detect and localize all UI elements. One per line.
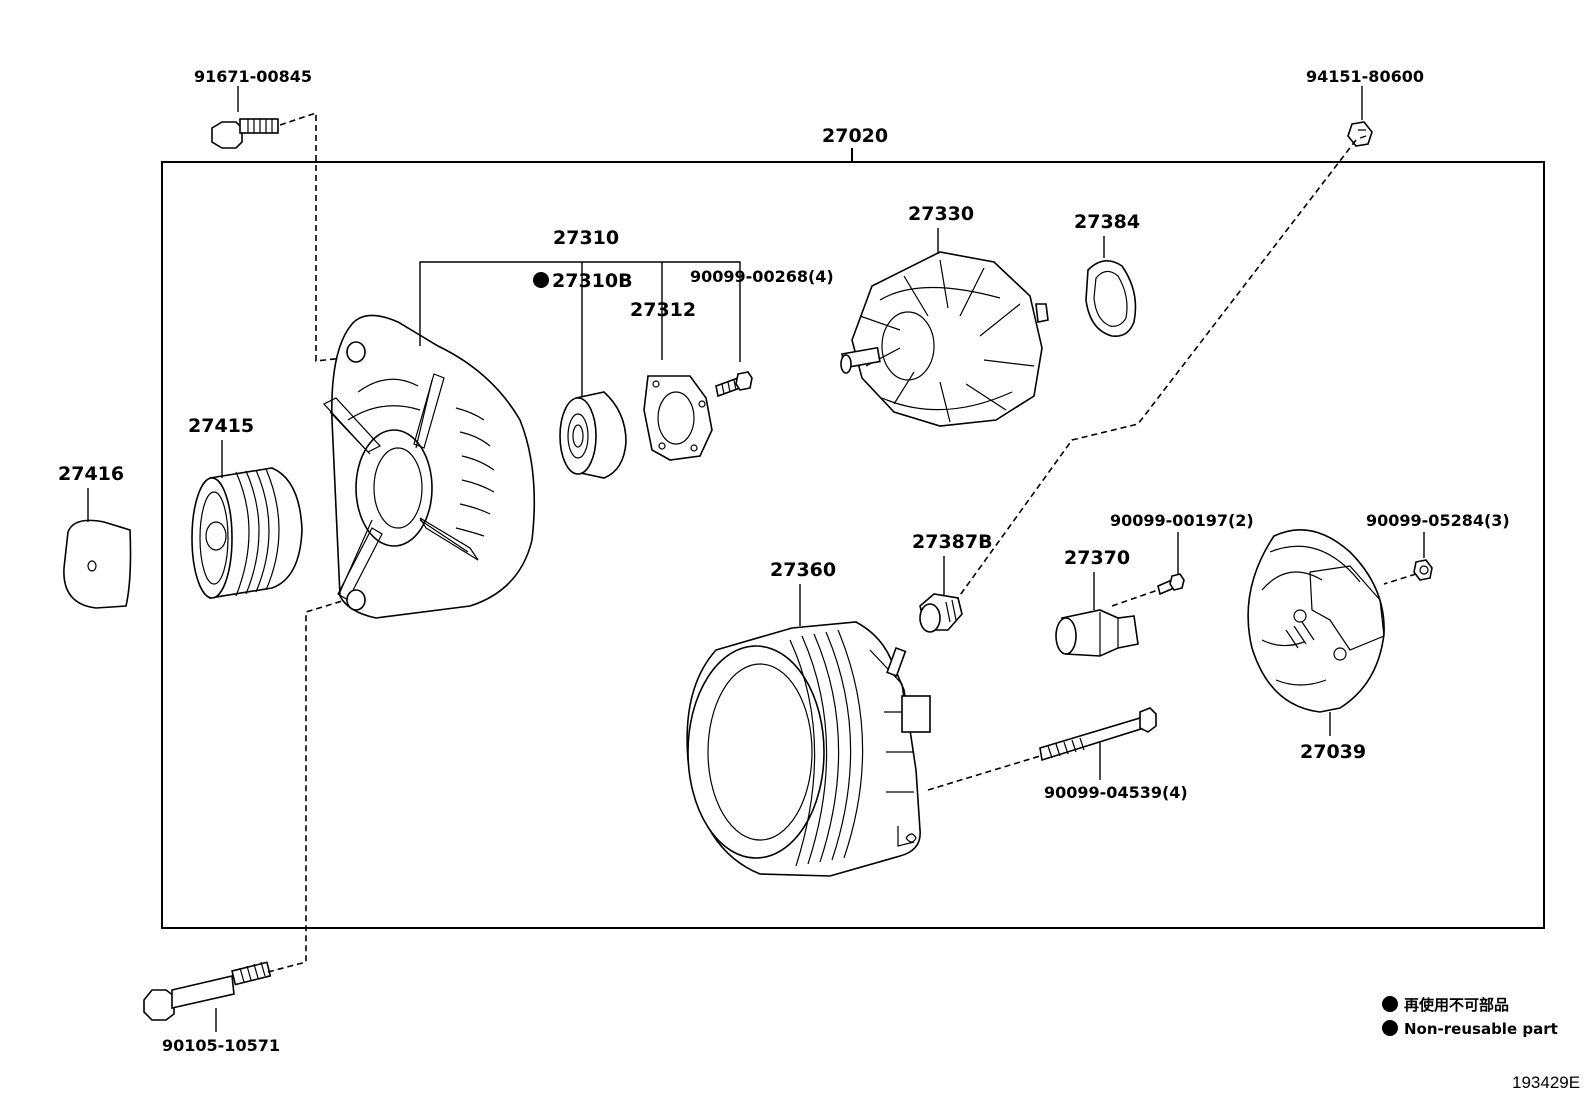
bolt-90099-04539[interactable] bbox=[1039, 707, 1157, 762]
label-27360[interactable]: 27360 bbox=[770, 559, 836, 581]
legend-marker-en bbox=[1382, 1020, 1398, 1036]
label-90105-10571[interactable]: 90105-10571 bbox=[162, 1036, 280, 1055]
label-27387B[interactable]: 27387B bbox=[912, 531, 993, 553]
bearing-27310B[interactable] bbox=[559, 391, 627, 479]
label-27330[interactable]: 27330 bbox=[908, 203, 974, 225]
label-27310[interactable]: 27310 bbox=[553, 227, 619, 249]
terminal-27387B[interactable] bbox=[919, 593, 963, 633]
frame-27310[interactable] bbox=[323, 314, 536, 619]
legend-text-en: Non-reusable part bbox=[1404, 1020, 1558, 1038]
screw-90099-00268[interactable] bbox=[715, 371, 753, 398]
stator-27360[interactable] bbox=[686, 621, 931, 877]
label-91671-00845[interactable]: 91671-00845 bbox=[194, 67, 312, 86]
legend-marker-jp bbox=[1382, 996, 1398, 1012]
label-27370[interactable]: 27370 bbox=[1064, 547, 1130, 569]
non-reusable-marker-27310B bbox=[533, 272, 549, 288]
label-27020[interactable]: 27020 bbox=[822, 125, 888, 147]
figure-code: 193429E bbox=[1512, 1073, 1580, 1092]
label-27384[interactable]: 27384 bbox=[1074, 211, 1140, 233]
cap-27416[interactable] bbox=[63, 519, 132, 609]
rear-cover-27039[interactable] bbox=[1247, 529, 1385, 713]
bolt-91671-00845[interactable] bbox=[211, 118, 279, 149]
screw-90099-00197[interactable] bbox=[1157, 573, 1185, 596]
plate-27312[interactable] bbox=[643, 375, 713, 461]
rotor-27330[interactable] bbox=[840, 251, 1049, 427]
label-27416[interactable]: 27416 bbox=[58, 463, 124, 485]
legend-text-jp: 再使用不可部品 bbox=[1404, 996, 1509, 1014]
label-90099-05284[interactable]: 90099-05284(3) bbox=[1366, 511, 1510, 530]
label-90099-04539[interactable]: 90099-04539(4) bbox=[1044, 783, 1188, 802]
label-90099-00197[interactable]: 90099-00197(2) bbox=[1110, 511, 1254, 530]
label-27415[interactable]: 27415 bbox=[188, 415, 254, 437]
label-90099-00268[interactable]: 90099-00268(4) bbox=[690, 267, 834, 286]
pulley-27415[interactable] bbox=[191, 467, 303, 599]
label-27310B[interactable]: 27310B bbox=[552, 270, 633, 292]
nut-94151-80600[interactable] bbox=[1347, 121, 1373, 147]
nut-90099-05284[interactable] bbox=[1413, 559, 1433, 581]
label-27312[interactable]: 27312 bbox=[630, 299, 696, 321]
ring-27384[interactable] bbox=[1085, 260, 1137, 338]
label-94151-80600[interactable]: 94151-80600 bbox=[1306, 67, 1424, 86]
regulator-27370[interactable] bbox=[1055, 609, 1139, 657]
label-27039[interactable]: 27039 bbox=[1300, 741, 1366, 763]
bolt-90105-10571[interactable] bbox=[143, 961, 272, 1021]
